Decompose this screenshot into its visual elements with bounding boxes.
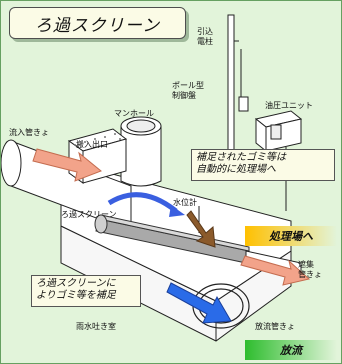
tag-to-plant: 処理場へ xyxy=(269,230,313,243)
to-plant-tag-bg xyxy=(245,226,337,246)
label-inflow-pipe: 流入管きょ xyxy=(9,128,49,137)
label-pole-panel: ポール型 制御盤 xyxy=(172,81,204,100)
tag-discharge: 放流 xyxy=(280,344,302,357)
note-captured-to-plant: 補足されたゴミ等は 自動的に処理場へ xyxy=(191,149,335,181)
discharge-tag-bg xyxy=(245,340,337,360)
label-water-gauge: 水位計 xyxy=(173,198,197,207)
page-title: ろ過スクリーン xyxy=(9,7,186,39)
label-discharge-pipe: 放流管きょ xyxy=(255,322,295,331)
label-loading-exit: 搬入出口 xyxy=(76,140,108,149)
debris-arrow xyxy=(186,210,216,248)
outflow-arrow xyxy=(240,255,311,286)
service-pole xyxy=(227,14,249,166)
label-collection-pipe: 遮集 管きょ xyxy=(298,260,322,279)
label-manhole: マンホール xyxy=(114,109,154,118)
manhole-tower xyxy=(120,116,162,187)
discharge-arrow xyxy=(166,282,232,324)
flow-arrow-blue xyxy=(107,192,178,213)
note-screen-captures: ろ過スクリーンに よりゴミ等を補足 xyxy=(31,275,141,307)
label-oil-unit: 油圧ユニット xyxy=(265,101,313,110)
inflow-arrow xyxy=(32,148,102,182)
label-service-pole: 引込 電柱 xyxy=(197,27,213,46)
oil-unit xyxy=(254,110,303,211)
label-screen: ろ過スクリーン xyxy=(61,210,117,219)
label-rain-chamber: 雨水吐き室 xyxy=(76,322,116,331)
